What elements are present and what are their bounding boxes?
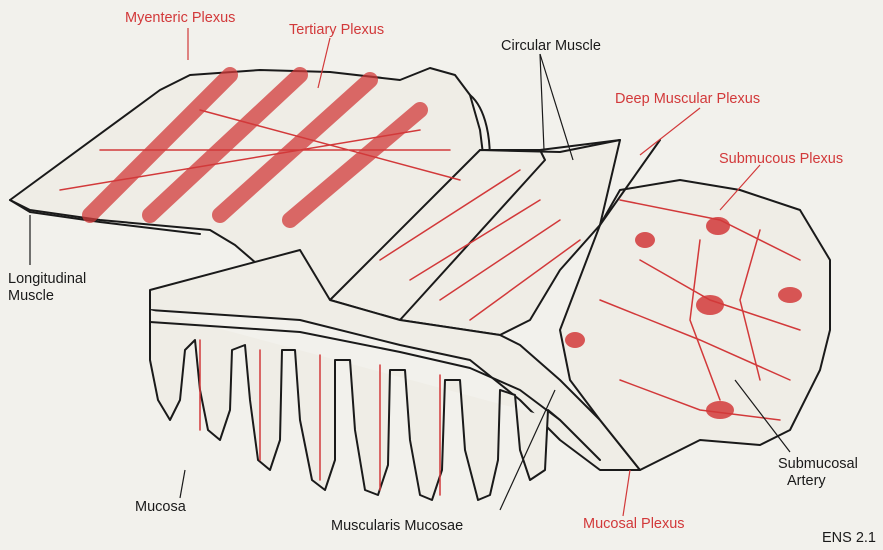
leader-circular-1 [540,54,544,150]
label-mucosal-plexus: Mucosal Plexus [583,516,685,533]
label-tertiary-plexus: Tertiary Plexus [289,22,384,39]
leader-mucosa [180,470,185,498]
label-mucosa: Mucosa [135,499,186,516]
figure-code: ENS 2.1 [822,530,876,547]
label-submucosal-artery-line1: Submucosal [778,456,858,473]
leader-circular-2 [540,54,573,160]
leader-mucosal-plexus [623,470,630,516]
label-longitudinal-muscle-line1: Longitudinal [8,271,86,288]
label-circular-muscle: Circular Muscle [501,38,601,55]
label-submucous-plexus: Submucous Plexus [719,151,843,168]
label-submucosal-artery-line2: Artery [787,473,826,490]
label-myenteric-plexus: Myenteric Plexus [125,10,235,27]
label-muscularis-mucosae: Muscularis Mucosae [331,518,463,535]
label-deep-muscular-plexus: Deep Muscular Plexus [615,91,760,108]
leader-deep-muscular [640,108,700,155]
label-longitudinal-muscle-line2: Muscle [8,288,54,305]
